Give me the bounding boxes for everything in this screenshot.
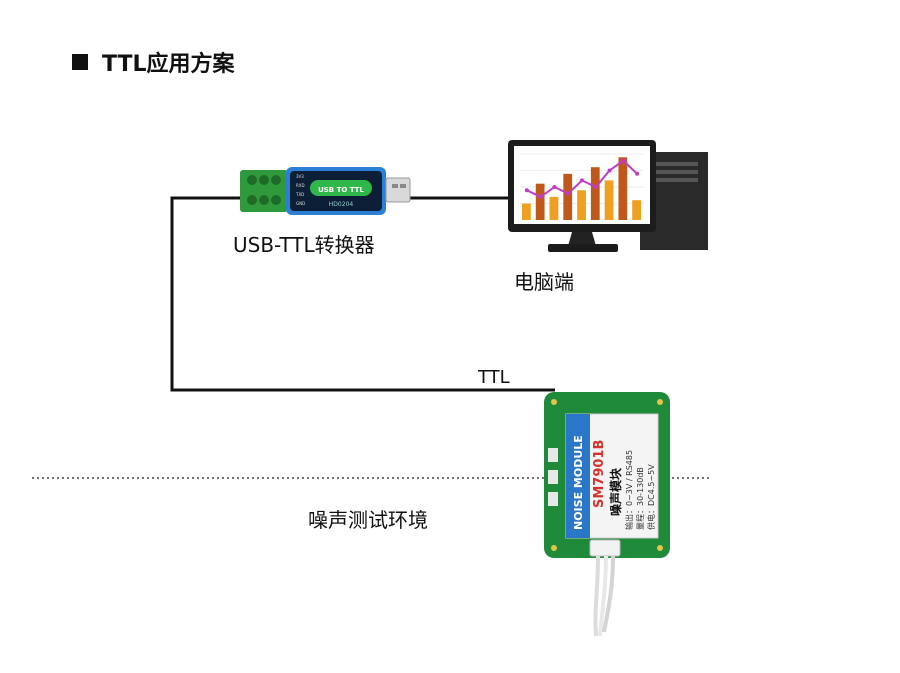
section-title: TTL应用方案 [72,46,235,78]
module-name-en: NOISE MODULE [572,435,585,530]
converter-label: USB-TTL转换器 [233,233,375,257]
monitor-chart-trend-point [593,185,598,189]
monitor-chart-bar [549,196,559,220]
monitor-chart-trend-point [635,171,640,176]
monitor-chart-bar [590,167,600,220]
noise-module: NOISE MODULE SM7901B 噪声模块 输出：0~3V / RS48… [544,392,670,637]
monitor-chart-trend-point [621,158,626,163]
environment-label: 噪声测试环境 [308,508,428,532]
monitor-chart-bar [577,190,586,220]
monitor-chart-trend-point [607,168,612,173]
ttl-connection-label: TTL [478,367,510,388]
wire-converter-to-module [170,196,555,392]
module-spec-power: 供电：DC4.5~5V [646,464,656,530]
module-model: SM7901B [592,440,607,508]
monitor-chart-bar [535,183,545,220]
converter-body-text: USB TO TTL [318,186,364,194]
monitor-chart-trend-point [566,191,571,196]
usb-ttl-converter: USB TO TTL HD0204 3V3 RXD TXD GND [240,167,411,215]
section-title-text: TTL应用方案 [102,52,235,77]
title-square-icon [72,54,88,70]
monitor-chart-trend-point [552,185,557,189]
monitor-chart-bar [632,200,641,220]
converter-pin-2: RXD [296,183,305,188]
monitor-chart-trend-point [538,194,543,199]
computer [508,140,708,252]
module-spec-range: 量程：30-130dB [636,467,645,530]
monitor-chart-trend-point [524,188,529,193]
module-spec-output: 输出：0~3V / RS485 [624,450,634,530]
monitor-chart [520,153,644,220]
monitor-chart-bar [604,180,614,220]
pc-label: 电脑端 [514,270,574,294]
monitor-chart-bar [618,157,628,220]
converter-pin-1: 3V3 [296,174,304,179]
converter-pin-4: GND [296,201,305,206]
monitor-chart-bar [522,203,531,220]
module-name-cn: 噪声模块 [608,467,623,516]
converter-model-text: HD0204 [329,201,354,208]
monitor-chart-bar [563,173,573,220]
monitor-chart-trend-point [580,178,584,183]
converter-pin-3: TXD [295,192,304,197]
